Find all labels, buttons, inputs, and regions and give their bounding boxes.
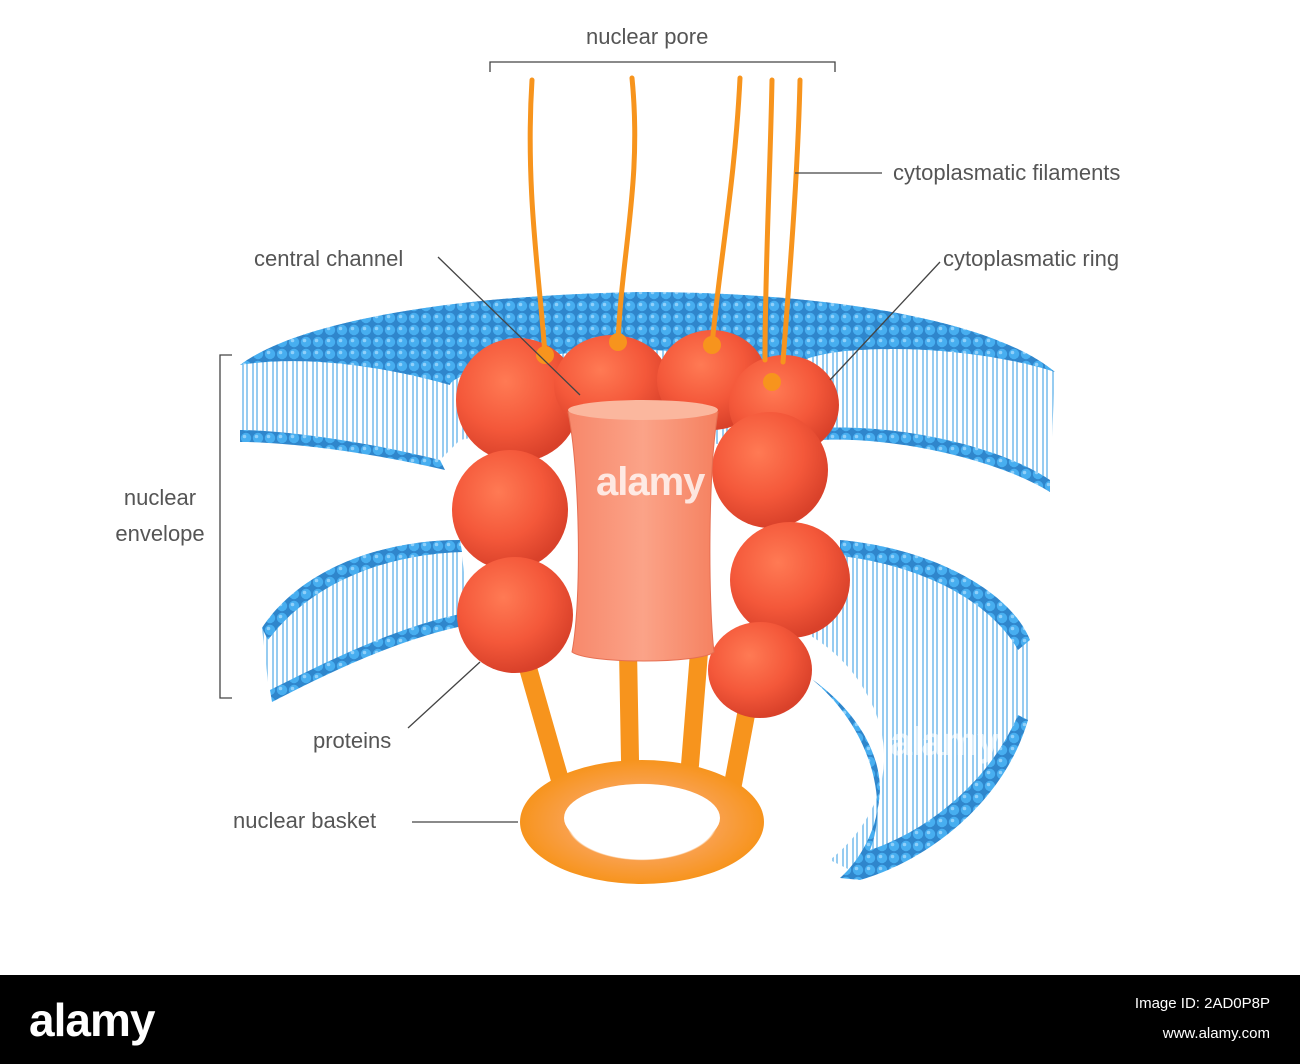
leader-proteins (407, 661, 481, 729)
site-link[interactable]: www.alamy.com (1162, 1025, 1270, 1042)
lower-membrane-right-heads-top (840, 540, 1030, 650)
central-channel (567, 400, 719, 662)
label-nuclear-basket: nuclear basket (233, 808, 377, 833)
protein-1 (456, 338, 580, 462)
filament-5 (780, 77, 803, 365)
filament-4 (762, 77, 775, 363)
protein-6 (457, 557, 573, 673)
filament-3 (709, 75, 743, 348)
label-nuclear-envelope: nuclear envelope (115, 485, 205, 546)
leader-cytoplasmatic-ring (829, 261, 941, 381)
nuclear-envelope-bracket (219, 354, 232, 699)
protein-7 (712, 412, 828, 528)
protein-5 (452, 450, 568, 570)
lower-membrane-left-heads (262, 540, 462, 640)
nuclear-pore-bracket (489, 61, 836, 72)
basket-strut-3 (681, 631, 709, 774)
filament-2-anchor (609, 333, 627, 351)
diagram-canvas: nuclear pore cytoplasmatic filaments cen… (115, 24, 1121, 884)
cytoplasmatic-filaments (527, 75, 803, 391)
footer-meta: Image ID: 2AD0P8P www.alamy.com (1135, 989, 1270, 1049)
leader-central-channel (437, 256, 581, 396)
basket-ring-hole (564, 784, 720, 852)
lower-membrane-left-heads-bottom (270, 612, 472, 702)
filament-3-anchor (703, 336, 721, 354)
filament-4-anchor (763, 373, 781, 391)
filament-1-anchor (536, 346, 554, 364)
pore-proteins (452, 330, 850, 718)
filament-1 (527, 77, 548, 358)
label-nuclear-pore: nuclear pore (586, 24, 709, 49)
lower-membrane (262, 540, 1030, 880)
stock-footer-bar: alamy Image ID: 2AD0P8P www.alamy.com (0, 975, 1300, 1064)
brand-logo[interactable]: alamy (29, 994, 155, 1046)
basket-strut-2 (619, 641, 639, 769)
image-id-text: Image ID: 2AD0P8P (1134, 995, 1270, 1012)
watermark-center: alamy (596, 460, 705, 504)
protein-9 (708, 622, 812, 718)
label-central-channel: central channel (254, 246, 404, 271)
label-proteins: proteins (313, 728, 392, 753)
label-cytoplasmatic-filaments: cytoplasmatic filaments (893, 160, 1121, 185)
nuclear-pore-diagram (219, 61, 1055, 884)
filament-2 (615, 75, 638, 345)
upper-membrane-heads-top (240, 292, 1055, 385)
central-channel-body (567, 404, 719, 662)
label-cytoplasmatic-ring: cytoplasmatic ring (943, 246, 1120, 271)
central-channel-top (568, 400, 718, 420)
leader-lines (219, 61, 941, 823)
upper-membrane-heads-bottom-left (240, 430, 445, 470)
watermark-right: alamy (890, 720, 999, 764)
protein-8 (730, 522, 850, 638)
lower-membrane-right-heads-bottom (780, 660, 1028, 880)
